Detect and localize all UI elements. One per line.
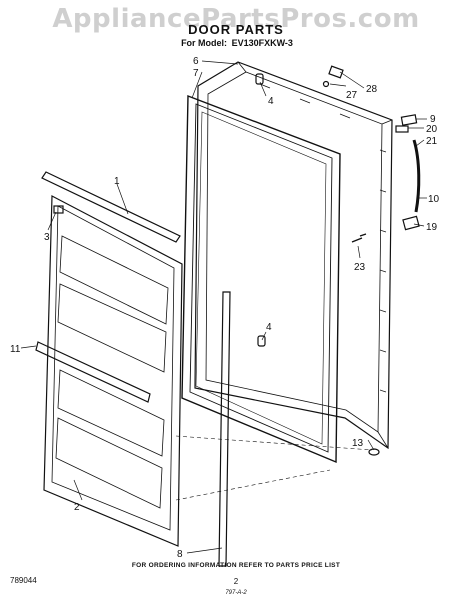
shelf-bar [35,341,151,403]
callout-1: 1 [114,176,120,187]
model-prefix: For Model: [181,38,228,48]
callout-4-lower: 4 [266,322,272,333]
small-parts [53,65,380,456]
footer-code-bottom: 797-A-2 [225,590,247,596]
breaker-strip [218,291,231,567]
callout-3: 3 [44,232,50,243]
door-gasket [181,94,341,464]
hinge-hardware [395,114,421,231]
callout-2: 2 [74,502,80,513]
callout-10: 10 [428,194,440,205]
leader-lines [20,60,427,554]
callout-27: 27 [346,90,358,101]
watermark: AppliancePartsPros.com [52,4,420,34]
callout-8: 8 [177,549,183,560]
liner-top-trim [41,171,181,243]
part-callouts: 1 2 3 4 4 6 7 8 9 10 11 13 19 20 21 23 2… [10,56,440,560]
callout-4-upper: 4 [268,96,274,107]
callout-11: 11 [10,344,21,355]
callout-23: 23 [354,262,366,273]
page-number: 2 [233,577,239,586]
callout-19: 19 [426,222,438,233]
callout-20: 20 [426,124,438,135]
footer-code-left: 789044 [10,576,37,585]
model-subtitle: For Model: EV130FXKW-3 [0,38,472,48]
callout-21: 21 [426,136,438,147]
door-liner [43,195,183,547]
door-outer-panel [194,61,393,450]
callout-6: 6 [193,56,199,67]
callout-9: 9 [430,114,436,125]
callout-28: 28 [366,84,378,95]
callout-7: 7 [193,68,199,79]
callout-13: 13 [352,438,364,449]
alignment-lines [175,435,373,501]
model-number: EV130FXKW-3 [231,38,293,48]
diagram-title: DOOR PARTS [188,22,284,37]
ordering-note: FOR ORDERING INFORMATION REFER TO PARTS … [131,562,341,569]
